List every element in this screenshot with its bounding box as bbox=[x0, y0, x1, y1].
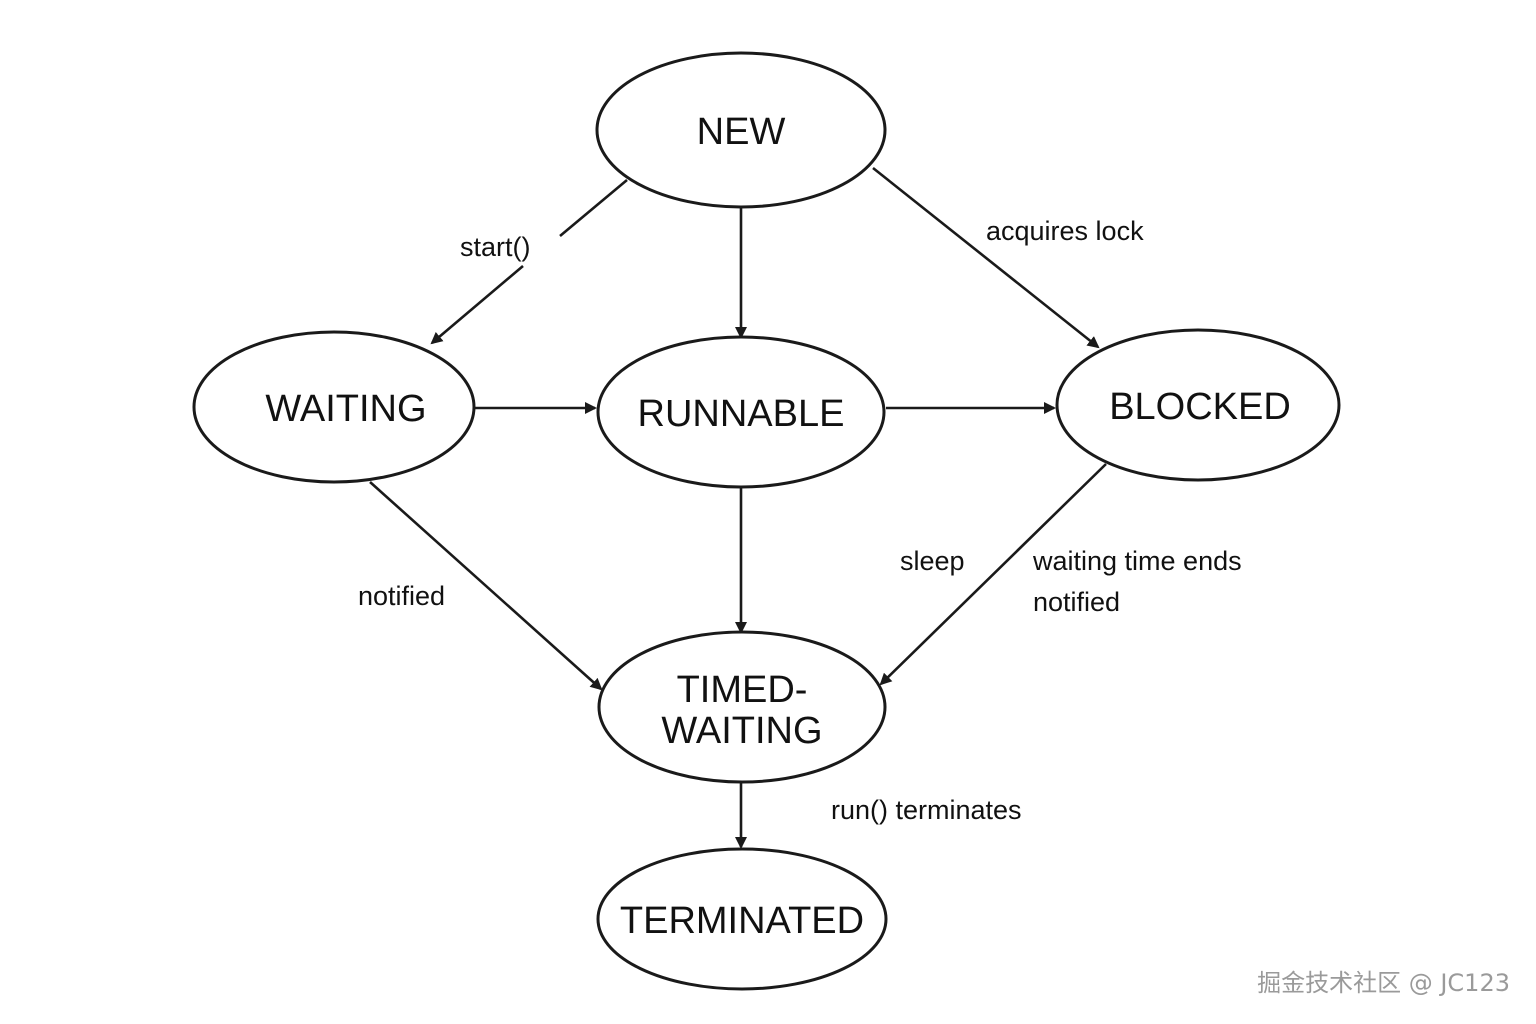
state-waiting-label: WAITING bbox=[265, 388, 426, 430]
edge-waiting-to-timed-waiting bbox=[369, 481, 603, 691]
state-new: NEW bbox=[595, 51, 887, 209]
label-sleep: sleep bbox=[900, 546, 965, 576]
label-acquires-lock: acquires lock bbox=[986, 216, 1144, 246]
state-blocked-label: BLOCKED bbox=[1109, 386, 1291, 428]
edge-new-to-blocked bbox=[872, 166, 1100, 349]
state-runnable-label: RUNNABLE bbox=[638, 393, 845, 435]
transition-labels: start() acquires lock notified sleep wai… bbox=[358, 216, 1242, 825]
edge-blocked-to-timed-waiting bbox=[879, 463, 1107, 686]
state-timed-waiting: TIMED- WAITING bbox=[597, 630, 887, 784]
state-terminated: TERMINATED bbox=[596, 847, 888, 991]
label-run-terminates: run() terminates bbox=[831, 795, 1022, 825]
state-waiting-shape bbox=[192, 330, 476, 484]
edge-new-to-waiting-tail bbox=[430, 265, 524, 345]
label-notified-right: notified bbox=[1033, 587, 1120, 617]
state-terminated-shape bbox=[596, 847, 888, 991]
edge-new-to-waiting bbox=[559, 179, 628, 237]
state-timed-waiting-label-line2: WAITING bbox=[661, 710, 822, 752]
state-runnable: RUNNABLE bbox=[596, 335, 886, 489]
label-waiting-time-ends: waiting time ends bbox=[1032, 546, 1242, 576]
state-timed-waiting-shape bbox=[597, 630, 887, 784]
state-new-label: NEW bbox=[697, 111, 786, 153]
state-waiting: WAITING bbox=[192, 330, 476, 484]
transition-edges bbox=[369, 166, 1107, 849]
state-blocked-shape bbox=[1055, 328, 1341, 482]
label-notified-left: notified bbox=[358, 581, 445, 611]
state-blocked: BLOCKED bbox=[1055, 328, 1341, 482]
state-terminated-label: TERMINATED bbox=[620, 900, 864, 942]
label-start: start() bbox=[460, 232, 531, 262]
state-new-shape bbox=[595, 51, 887, 209]
state-timed-waiting-label-line1: TIMED- bbox=[677, 669, 808, 711]
watermark: 掘金技术社区 @ JC123 bbox=[1257, 969, 1510, 997]
state-runnable-shape bbox=[596, 335, 886, 489]
